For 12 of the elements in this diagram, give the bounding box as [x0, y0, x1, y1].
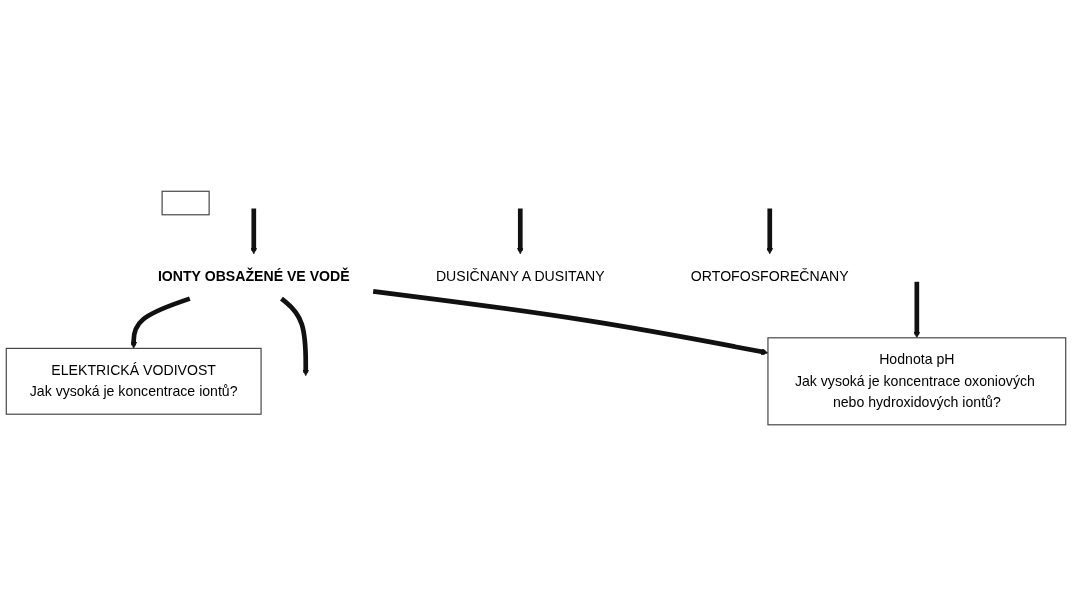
- arrow: [516, 208, 524, 255]
- arrow: [913, 281, 921, 339]
- text-box: Hodnota pH Jak vysoká je koncentrace oxoniových nebo hydroxidových iontů?: [767, 337, 1067, 426]
- arrow: [130, 296, 191, 349]
- heading-text: IONTY OBSAŽENÉ VE VODĚ: [157, 268, 350, 284]
- arrow: [766, 208, 774, 255]
- arrow: [250, 208, 258, 255]
- label-text: ORTOFOSFOREČNANY: [690, 268, 849, 284]
- label-text: DUSIČNANY A DUSITANY: [435, 268, 605, 284]
- text-box: ELEKTRICKÁ VODIVOST Jak vysoká je koncentrace iontů?: [5, 347, 262, 415]
- text-box: [161, 190, 210, 216]
- arrow: [280, 296, 310, 377]
